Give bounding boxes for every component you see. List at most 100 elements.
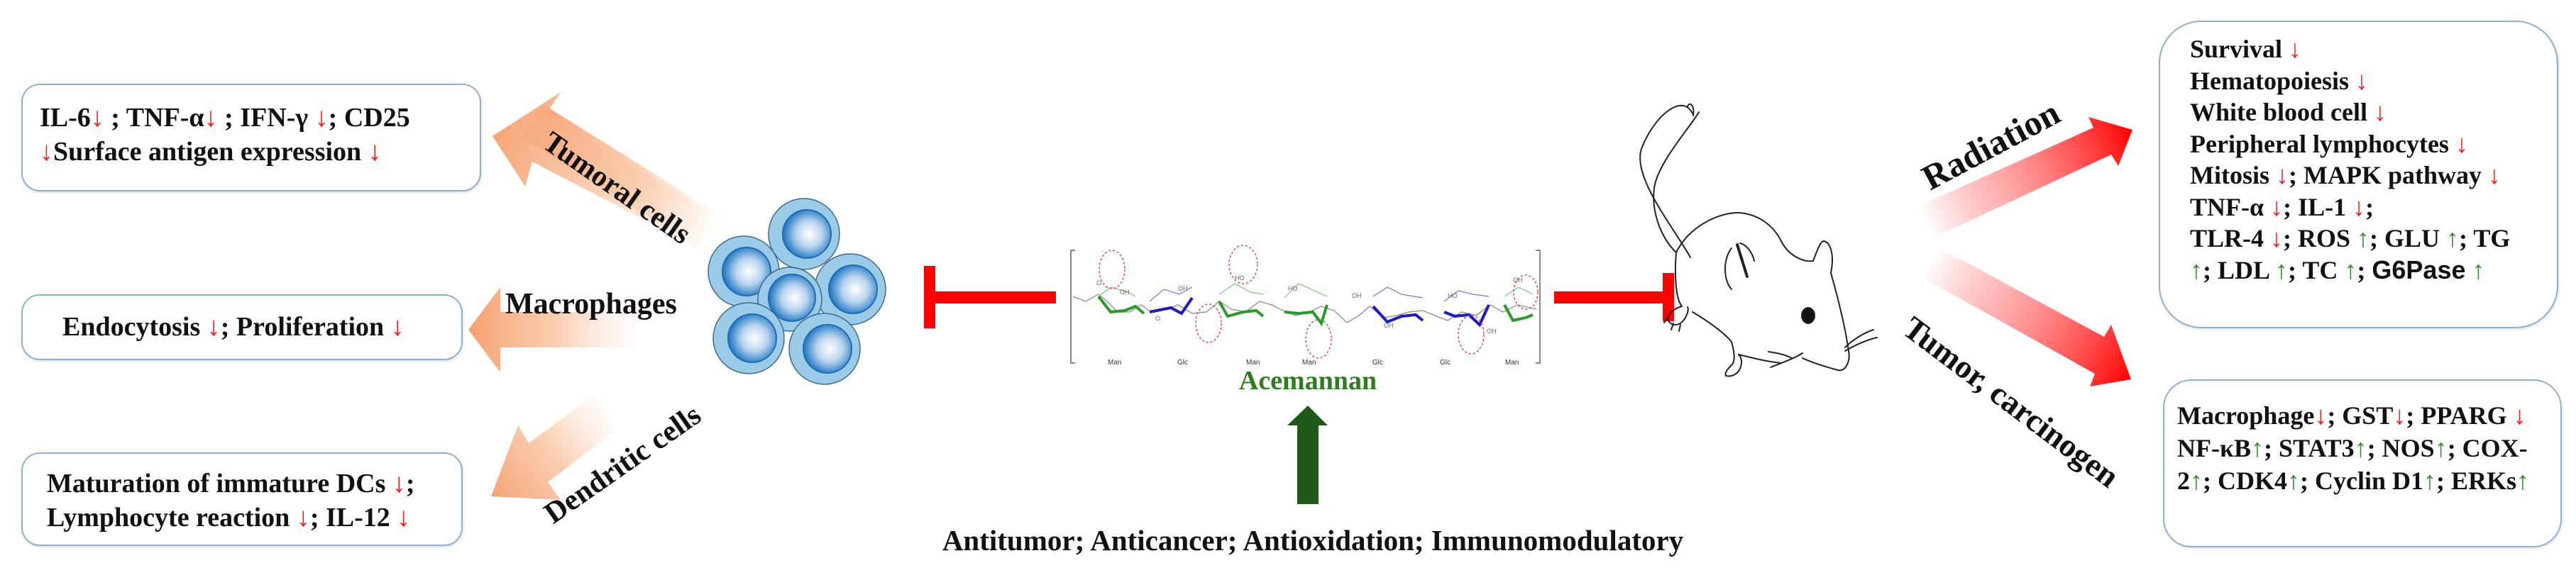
down-arrow-icon: ↓ xyxy=(2393,401,2406,430)
text-segment: ; GLU xyxy=(2369,224,2447,252)
tumoral-effects-box: IL-6↓ ; TNF-α↓ ; IFN-γ ↓; CD25↓Surface a… xyxy=(21,84,481,191)
svg-text:OH: OH xyxy=(1513,277,1523,284)
sugar-label: Glc xyxy=(1177,359,1188,367)
text-segment: ; IL-1 xyxy=(2283,192,2353,221)
tumor-carcinogen-arrow xyxy=(1925,247,2131,386)
text-segment: Maturation of immature DCs xyxy=(47,469,392,498)
down-arrow-icon: ↓ xyxy=(392,469,406,498)
up-arrow-icon: ↑ xyxy=(2357,224,2370,252)
text-segment: G6Pase xyxy=(2372,255,2466,284)
text-line: TLR-4 ↓; ROS ↑; GLU ↑; TG xyxy=(2190,223,2510,255)
text-line: Mitosis ↓; MAPK pathway ↓ xyxy=(2190,160,2510,191)
up-arrow-icon: ↑ xyxy=(2190,467,2203,495)
down-arrow-icon: ↓ xyxy=(90,103,104,133)
text-segment: ; NOS xyxy=(2367,434,2435,462)
text-segment: ; GST xyxy=(2327,401,2394,430)
tumor-effects-text: Macrophage↓; GST↓; PPARG ↓ NF-κB↑; STAT3… xyxy=(2177,399,2529,497)
sugar-label: Man xyxy=(1246,359,1260,367)
text-line: Macrophage↓; GST↓; PPARG ↓ xyxy=(2177,399,2529,432)
up-arrow-icon: ↑ xyxy=(2423,467,2436,495)
text-segment: ; IFN-γ xyxy=(217,103,315,133)
text-segment: ; xyxy=(2365,192,2374,221)
down-arrow-icon: ↓ xyxy=(390,312,404,342)
text-segment: Survival xyxy=(2190,35,2289,63)
text-segment xyxy=(2466,256,2472,284)
sugar-unit-labels: Man Glc Man Man Glc Glc Man xyxy=(1071,359,1540,373)
text-segment: Lymphocyte reaction xyxy=(47,503,297,532)
text-segment: Surface antigen expression xyxy=(53,137,368,167)
text-segment: NF-κB xyxy=(2177,434,2251,462)
text-line: Peripheral lymphocytes ↓ xyxy=(2190,128,2510,160)
effects-up-arrow-icon xyxy=(1287,406,1328,504)
text-segment: IL-6 xyxy=(40,103,91,133)
text-line: NF-κB↑; STAT3↑; NOS↑; COX- xyxy=(2177,432,2529,464)
up-arrow-icon: ↑ xyxy=(2516,467,2530,495)
down-arrow-icon: ↓ xyxy=(2289,35,2302,63)
text-segment: ; xyxy=(2357,255,2372,284)
up-arrow-icon: ↑ xyxy=(2446,224,2460,252)
text-line: White blood cell ↓ xyxy=(2190,96,2510,128)
down-arrow-icon: ↓ xyxy=(2455,129,2468,158)
svg-text:OH: OH xyxy=(1487,328,1497,335)
down-arrow-icon: ↓ xyxy=(368,137,382,167)
text-segment: ; Proliferation xyxy=(220,312,391,342)
text-segment: ; TC xyxy=(2288,255,2345,284)
down-arrow-icon: ↓ xyxy=(207,312,221,342)
text-segment: Hematopoiesis xyxy=(2190,66,2355,95)
down-arrow-icon: ↓ xyxy=(2314,401,2328,430)
dendritic-effects-box: Maturation of immature DCs ↓;Lymphocyte … xyxy=(21,452,463,546)
arrow-to-dendritic-box xyxy=(491,394,617,500)
text-segment: 2 xyxy=(2177,467,2190,495)
down-arrow-icon: ↓ xyxy=(2270,224,2284,252)
svg-text:O: O xyxy=(1096,279,1101,286)
up-arrow-icon: ↑ xyxy=(2250,434,2264,462)
text-segment: TNF-α xyxy=(2190,192,2271,221)
text-segment: TLR-4 xyxy=(2190,224,2271,252)
cell-icon xyxy=(788,313,861,385)
text-segment: ; COX- xyxy=(2447,434,2528,462)
text-segment: ; CD25 xyxy=(328,103,410,133)
down-arrow-icon: ↓ xyxy=(296,503,310,532)
text-line: Survival ↓ xyxy=(2190,33,2510,65)
text-line: Hematopoiesis ↓ xyxy=(2190,65,2510,97)
text-segment: Peripheral lymphocytes xyxy=(2190,129,2455,158)
tumor-effects-box: Macrophage↓; GST↓; PPARG ↓ NF-κB↑; STAT3… xyxy=(2163,379,2562,547)
text-line: IL-6↓ ; TNF-α↓ ; IFN-γ ↓; CD25 xyxy=(40,101,410,135)
text-line: Maturation of immature DCs ↓; xyxy=(47,467,415,501)
text-line: TNF-α ↓; IL-1 ↓; xyxy=(2190,191,2510,223)
effects-summary: Antitumor; Anticancer; Antioxidation; Im… xyxy=(942,524,1684,557)
text-segment: ; IL-12 xyxy=(309,503,397,532)
down-arrow-icon: ↓ xyxy=(397,503,411,532)
text-segment: ; Cyclin D1 xyxy=(2300,467,2423,495)
text-segment: Macrophage xyxy=(2177,401,2315,430)
text-line: 2↑; CDK4↑; Cyclin D1↑; ERKs↑ xyxy=(2177,464,2529,497)
sugar-label: Glc xyxy=(1372,359,1383,367)
down-arrow-icon: ↓ xyxy=(2276,161,2289,189)
inhibition-bar-left-icon xyxy=(924,266,1056,328)
text-line: ↓Surface antigen expression ↓ xyxy=(40,135,410,169)
up-arrow-icon: ↑ xyxy=(2434,434,2448,462)
down-arrow-icon: ↓ xyxy=(2513,401,2526,430)
text-line: Lymphocyte reaction ↓; IL-12 ↓ xyxy=(47,501,415,535)
text-segment: ; MAPK pathway xyxy=(2289,161,2488,189)
svg-text:OH: OH xyxy=(1178,285,1188,292)
text-segment: ; PPARG xyxy=(2406,401,2514,430)
down-arrow-icon: ↓ xyxy=(2488,161,2501,189)
svg-text:OH: OH xyxy=(1120,289,1130,296)
sugar-label: Man xyxy=(1505,359,1519,367)
macrophage-effects-box: Endocytosis ↓; Proliferation ↓ xyxy=(21,294,463,360)
mouse-icon xyxy=(1639,103,1878,377)
svg-text:O: O xyxy=(1155,315,1160,322)
radiation-arrow xyxy=(1920,117,2132,238)
arrow-to-macrophage-box xyxy=(468,287,635,372)
macrophages-label: Macrophages xyxy=(505,288,677,320)
down-arrow-icon: ↓ xyxy=(2352,192,2366,221)
sugar-label: Man xyxy=(1108,359,1122,367)
down-arrow-icon: ↓ xyxy=(2374,98,2387,126)
text-segment: Mitosis xyxy=(2190,161,2276,189)
down-arrow-icon: ↓ xyxy=(314,103,329,133)
cell-icon xyxy=(768,198,840,270)
compound-name: Acemannan xyxy=(1238,366,1377,396)
